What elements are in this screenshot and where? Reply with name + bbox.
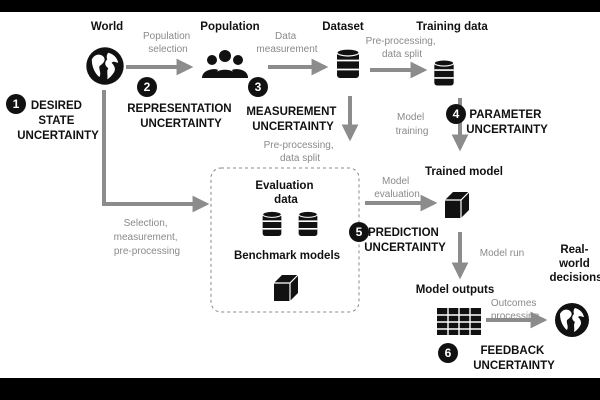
badge-4 xyxy=(446,104,466,124)
badge-3-number: 3 xyxy=(255,80,262,94)
model-evaluation-label: Model evaluation xyxy=(374,176,420,200)
preproc-split-eval-label: Pre-processing, data split xyxy=(264,140,337,164)
population-label: Population xyxy=(200,21,259,33)
dataset-label: Dataset xyxy=(322,21,364,33)
database-icon xyxy=(433,59,455,87)
uncertainty-1-label: DESIRED STATE UNCERTAINTY xyxy=(17,100,99,142)
real-world-decisions-label: Real- world decisions xyxy=(549,244,600,284)
model-run-label: Model run xyxy=(480,248,524,259)
uncertainty-3: 3 MEASUREMENT UNCERTAINTY xyxy=(246,77,339,133)
badge-2-number: 2 xyxy=(144,80,151,94)
model-training-label: Model training xyxy=(396,112,429,137)
preproc-split-top-label: Pre-processing, data split xyxy=(366,36,439,60)
database-icon xyxy=(336,48,360,79)
globe-icon xyxy=(86,47,124,85)
badge-5 xyxy=(349,222,369,242)
uncertainty-2: 2 REPRESENTATION UNCERTAINTY xyxy=(127,77,235,130)
badge-6 xyxy=(438,343,458,363)
badge-5-number: 5 xyxy=(356,225,363,239)
database-icon xyxy=(297,210,319,237)
badge-3 xyxy=(248,77,268,97)
uncertainty-2-label: REPRESENTATION UNCERTAINTY xyxy=(127,103,235,130)
world-label: World xyxy=(91,21,123,33)
globe-icon xyxy=(555,303,589,337)
population-selection-label: Population selection xyxy=(143,31,193,55)
database-icon xyxy=(261,210,283,237)
benchmark-models-label: Benchmark models xyxy=(234,250,340,262)
badge-2 xyxy=(137,77,157,97)
model-outputs-label: Model outputs xyxy=(416,284,495,296)
people-icon xyxy=(202,50,248,78)
selection-measurement-label: Selection, measurement, pre-processing xyxy=(114,218,181,257)
table-icon xyxy=(437,308,481,335)
uncertainty-1: 1 DESIRED STATE UNCERTAINTY xyxy=(6,94,99,142)
outcomes-processing-label: Outcomes processing xyxy=(491,298,539,322)
uncertainty-4-label: PARAMETER UNCERTAINTY xyxy=(466,109,548,136)
badge-1 xyxy=(6,94,26,114)
badge-4-number: 4 xyxy=(453,107,460,121)
badge-6-number: 6 xyxy=(445,346,452,360)
uncertainty-6: 6 FEEDBACK UNCERTAINTY xyxy=(438,343,555,372)
data-measurement-label: Data measurement xyxy=(256,31,317,55)
arrow-world-evaluation xyxy=(102,90,210,213)
uncertainty-5: 5 PREDICTION UNCERTAINTY xyxy=(349,222,446,254)
uncertainty-6-label: FEEDBACK UNCERTAINTY xyxy=(473,345,555,372)
trained-model-label: Trained model xyxy=(425,166,503,178)
uncertainty-4: 4 PARAMETER UNCERTAINTY xyxy=(446,104,548,136)
evaluation-data-label: Evaluation data xyxy=(255,180,316,206)
uncertainty-3-label: MEASUREMENT UNCERTAINTY xyxy=(246,106,339,133)
badge-1-number: 1 xyxy=(13,97,20,111)
training-data-label: Training data xyxy=(416,21,488,33)
uncertainty-5-label: PREDICTION UNCERTAINTY xyxy=(364,227,446,254)
